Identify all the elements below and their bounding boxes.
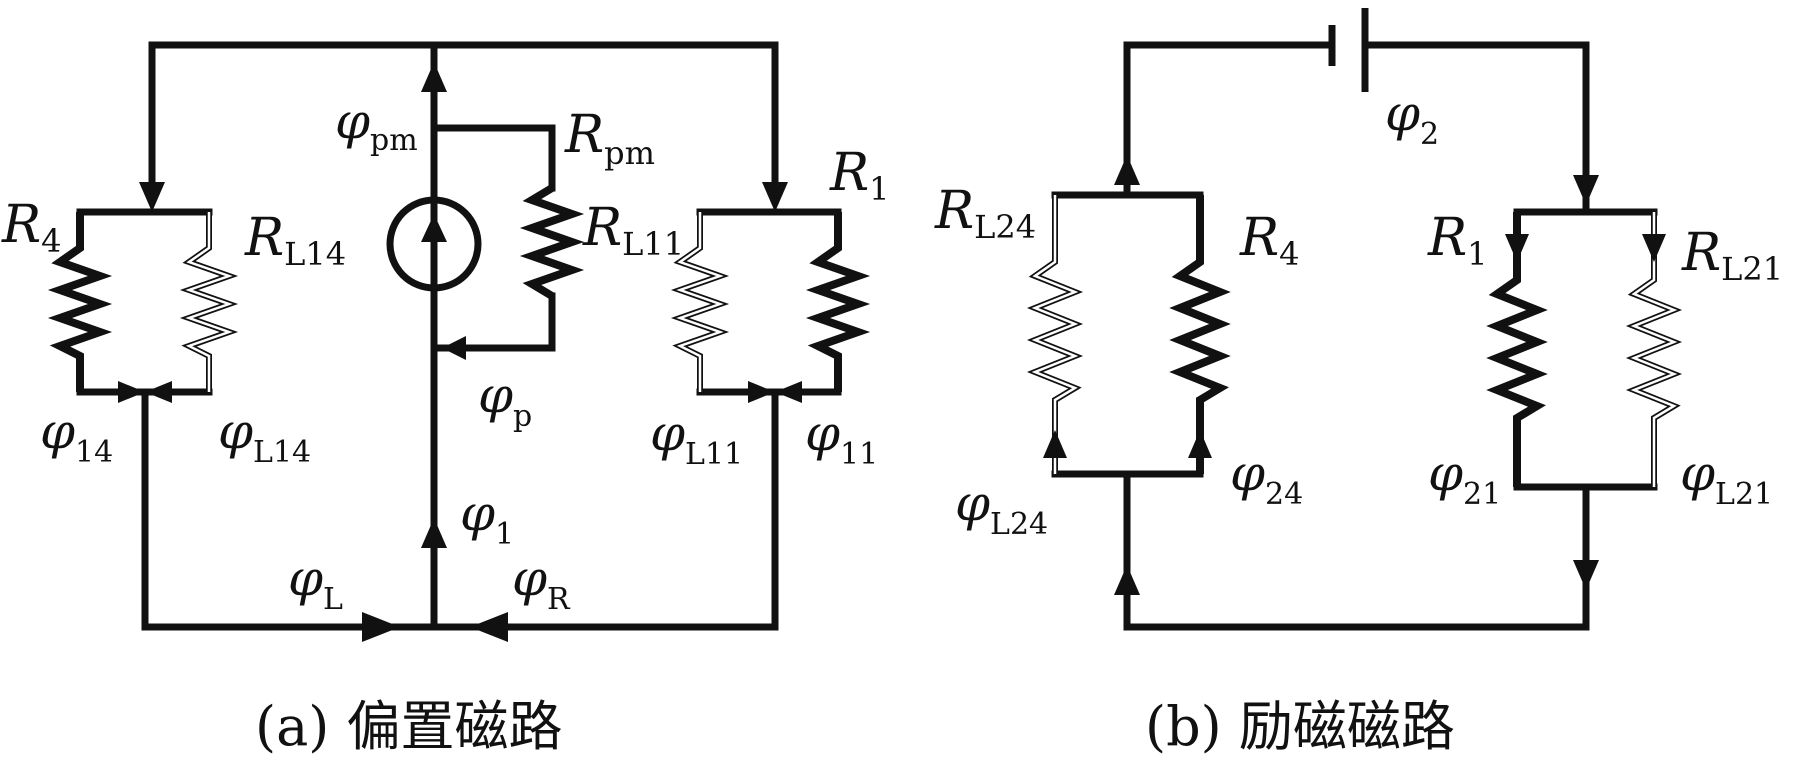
label-phi-14: φ14	[40, 402, 113, 470]
arrow-left-down	[139, 182, 165, 212]
label-phi-p: φp	[478, 366, 532, 434]
rpm-loop-top	[430, 124, 556, 192]
resistor-R1-a	[805, 212, 871, 392]
arrow-phi-L14	[145, 381, 172, 403]
panel-b-bottom-wire	[1123, 470, 1590, 631]
label-RL24: RL24	[934, 181, 1036, 246]
arrow-b-bottom-down	[1573, 560, 1599, 590]
arrow-phi-14	[118, 381, 145, 403]
label-R4-b: R4	[1239, 208, 1300, 273]
panel-b-excitation-circuit: φ2 RL24 R4 R1 RL21 φL24 φ24 φ21 φL21 (b)…	[934, 8, 1783, 758]
panel-a-top-wire	[148, 41, 779, 190]
label-RL21: RL21	[1681, 223, 1783, 288]
label-R4-a: R4	[1, 195, 62, 260]
arrow-phi-L11	[748, 381, 775, 403]
permanent-magnet-source	[386, 196, 482, 292]
label-phi-2: φ2	[1385, 84, 1439, 152]
source-arrow	[421, 214, 447, 242]
panel-b-top-wire-right	[1361, 41, 1590, 216]
label-RL11: RL11	[582, 198, 684, 263]
label-phi-R: φR	[512, 549, 571, 617]
resistor-RL14	[179, 212, 239, 392]
arrow-b-bottom-up	[1114, 565, 1140, 595]
arrow-b-right-down	[1573, 175, 1599, 205]
resistor-Rpm	[519, 184, 585, 300]
label-phi-pm: φpm	[335, 92, 418, 158]
rpm-loop-bottom	[436, 292, 556, 352]
caption-a: (a) 偏置磁路	[255, 695, 563, 758]
arrow-b-left-up	[1114, 155, 1140, 185]
label-phi-L11: φL11	[650, 404, 743, 472]
label-phi-L21: φL21	[1680, 444, 1773, 512]
arrow-phi-L	[362, 612, 400, 642]
label-phi-11: φ11	[805, 404, 878, 472]
resistor-R4-a	[47, 212, 113, 392]
label-R1-b: R1	[1427, 208, 1488, 273]
arrow-phi-L24	[1043, 430, 1067, 458]
resistor-RL21	[1625, 212, 1683, 487]
label-Rpm: Rpm	[564, 105, 655, 172]
resistor-R1-b	[1486, 212, 1548, 487]
arrow-right-down	[762, 182, 788, 212]
arrow-phi-p	[442, 336, 466, 360]
panel-a-bottom-wire	[141, 388, 779, 631]
label-phi-L24: φL24	[955, 474, 1048, 542]
arrow-phi-11	[775, 381, 802, 403]
resistor-R4-b	[1169, 195, 1231, 474]
resistor-RL24	[1026, 195, 1084, 474]
arrow-phi-21	[1505, 234, 1529, 262]
label-phi-1: φ1	[460, 484, 514, 552]
label-R1-a: R1	[829, 143, 890, 208]
label-phi-L: φL	[288, 549, 343, 617]
resistor-RL11	[670, 212, 730, 392]
arrow-phi-24	[1188, 430, 1212, 458]
panel-a-bias-circuit: R4 RL14 Rpm RL11 R1 φpm φp φ14 φL14 φL11…	[1, 41, 890, 758]
label-phi-L14: φL14	[218, 402, 311, 470]
arrow-phi-pm	[421, 62, 447, 92]
label-phi-24: φ24	[1230, 444, 1303, 512]
arrow-phi-L21	[1642, 234, 1666, 262]
arrow-phi-R	[470, 612, 508, 642]
label-phi-21: φ21	[1428, 444, 1501, 512]
panel-b-top-wire-left	[1123, 41, 1336, 199]
label-RL14: RL14	[244, 208, 346, 273]
arrow-phi-1	[421, 518, 447, 548]
caption-b: (b) 励磁磁路	[1145, 695, 1455, 758]
